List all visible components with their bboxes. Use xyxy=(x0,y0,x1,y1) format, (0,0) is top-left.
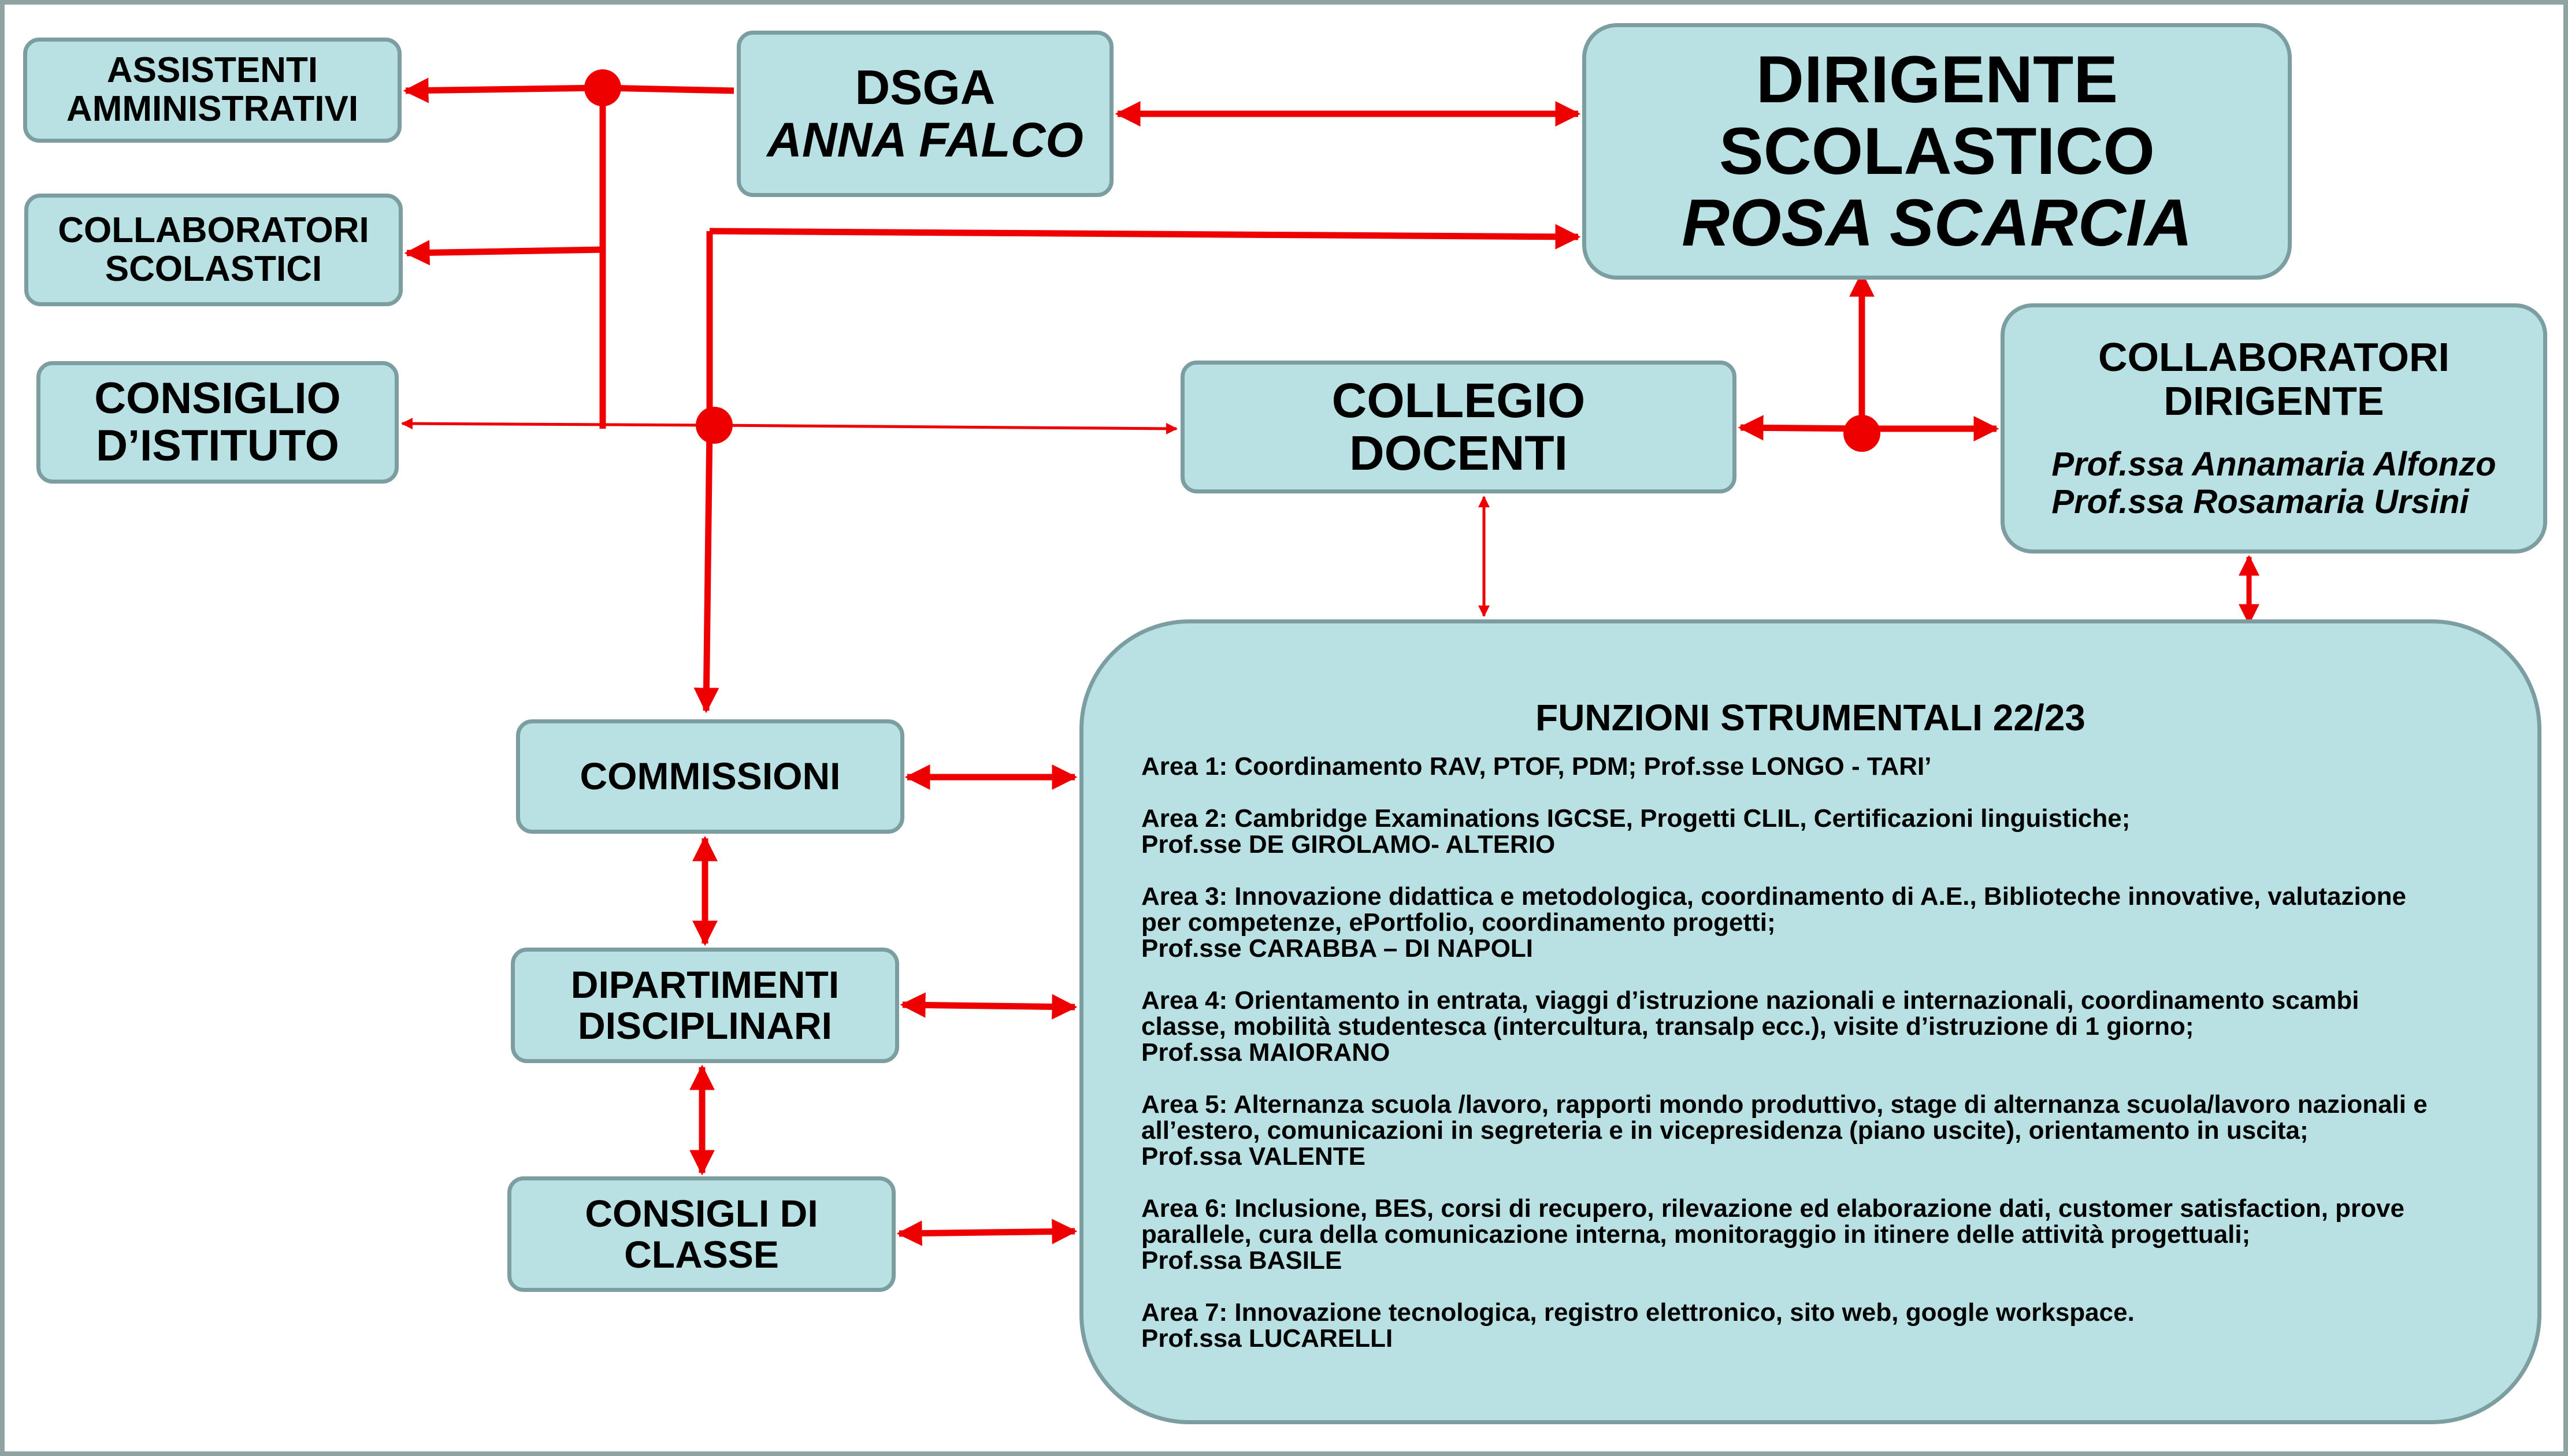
person-name: Prof.ssa Annamaria Alfonzo xyxy=(2051,445,2496,484)
arrow-to-collegio xyxy=(714,422,1178,434)
person-name: Prof.ssa Rosamaria Ursini xyxy=(2051,483,2469,521)
node-role: SCOLASTICO xyxy=(1719,114,2155,188)
area-text-line: parallele, cura della comunicazione inte… xyxy=(1141,1220,2251,1249)
node-label-line: COLLEGIO xyxy=(1331,373,1586,428)
node-funzioni-strumentali: FUNZIONI STRUMENTALI 22/23 Area 1: Coord… xyxy=(1079,619,2541,1424)
node-dsga: DSGA ANNA FALCO xyxy=(737,31,1114,197)
area-text-line: Area 1: Coordinamento RAV, PTOF, PDM; Pr… xyxy=(1141,752,1932,781)
node-label-line: DOCENTI xyxy=(1349,426,1568,480)
junction-dot-right xyxy=(1843,415,1880,452)
node-role: DIRIGENTE xyxy=(1756,42,2118,117)
arrow-to-assistenti xyxy=(403,77,603,103)
area-item: Area 5: Alternanza scuola /lavoro, rappo… xyxy=(1141,1091,2505,1169)
node-label-line: CLASSE xyxy=(624,1233,779,1276)
node-assistenti-amministrativi: ASSISTENTI AMMINISTRATIVI xyxy=(23,38,402,143)
collaboratori-names: Prof.ssa Annamaria Alfonzo Prof.ssa Rosa… xyxy=(2051,445,2496,521)
node-label-line: DIRIGENTE xyxy=(2163,378,2384,424)
arrow-collegio-from-dirigente xyxy=(1738,415,1862,441)
arrow-consigli-funzioni xyxy=(896,1219,1078,1246)
node-label-line: D’ISTITUTO xyxy=(96,421,339,470)
junction-dot-top xyxy=(584,69,621,106)
area-text-line: classe, mobilità studentesca (intercultu… xyxy=(1141,1012,2194,1041)
arrow-to-dirigente-top xyxy=(709,224,1581,250)
area-text-line: Area 7: Innovazione tecnologica, registr… xyxy=(1141,1298,2135,1327)
node-label-line: COLLABORATORI xyxy=(58,210,369,250)
area-text-line: Prof.ssa LUCARELLI xyxy=(1141,1324,1393,1353)
node-label-line: DIPARTIMENTI xyxy=(570,963,840,1006)
funzioni-area-list: Area 1: Coordinamento RAV, PTOF, PDM; Pr… xyxy=(1141,753,2505,1377)
line-dsga-to-junction xyxy=(602,84,734,94)
node-label-line: ASSISTENTI xyxy=(106,50,318,91)
area-text-line: all’estero, comunicazioni in segreteria … xyxy=(1141,1116,2309,1145)
arrow-to-consiglio-istituto xyxy=(401,418,715,430)
node-consigli-di-classe: CONSIGLI DI CLASSE xyxy=(507,1176,896,1292)
arrow-to-commissioni xyxy=(693,425,719,714)
node-commissioni: COMMISSIONI xyxy=(516,719,904,834)
node-dirigente-scolastico: DIRIGENTE SCOLASTICO ROSA SCARCIA xyxy=(1582,23,2292,280)
node-role: DSGA xyxy=(855,60,996,115)
junction-dot-center xyxy=(696,407,733,444)
area-item: Area 3: Innovazione didattica e metodolo… xyxy=(1141,883,2505,961)
area-text-line: Area 2: Cambridge Examinations IGCSE, Pr… xyxy=(1141,804,2131,833)
node-collaboratori-scolastici: COLLABORATORI SCOLASTICI xyxy=(24,194,403,306)
node-label-line: COLLABORATORI xyxy=(2098,334,2450,380)
node-label-line: CONSIGLI DI xyxy=(585,1191,818,1235)
node-collaboratori-dirigente: COLLABORATORI DIRIGENTE Prof.ssa Annamar… xyxy=(2001,303,2547,554)
area-item: Area 7: Innovazione tecnologica, registr… xyxy=(1141,1299,2505,1351)
area-text-line: Area 5: Alternanza scuola /lavoro, rappo… xyxy=(1141,1090,2428,1119)
area-item: Area 1: Coordinamento RAV, PTOF, PDM; Pr… xyxy=(1141,753,2505,779)
area-text-line: Prof.ssa MAIORANO xyxy=(1141,1038,1390,1067)
area-text-line: per competenze, ePortfolio, coordinament… xyxy=(1141,908,1776,937)
area-text-line: Area 6: Inclusione, BES, corsi di recupe… xyxy=(1141,1194,2404,1223)
arrow-dipartimenti-funzioni xyxy=(900,992,1078,1020)
node-collegio-docenti: COLLEGIO DOCENTI xyxy=(1181,361,1736,493)
node-consiglio-istituto: CONSIGLIO D’ISTITUTO xyxy=(36,361,399,484)
node-dipartimenti-disciplinari: DIPARTIMENTI DISCIPLINARI xyxy=(511,948,899,1063)
area-text-line: Prof.ssa VALENTE xyxy=(1141,1142,1365,1171)
area-item: Area 4: Orientamento in entrata, viaggi … xyxy=(1141,987,2505,1065)
area-text-line: Prof.sse DE GIROLAMO- ALTERIO xyxy=(1141,830,1556,859)
node-label-line: DISCIPLINARI xyxy=(577,1004,833,1047)
node-person-name: ANNA FALCO xyxy=(767,113,1083,167)
area-item: Area 6: Inclusione, BES, corsi di recupe… xyxy=(1141,1195,2505,1273)
node-label-line: SCOLASTICI xyxy=(105,248,322,289)
node-label-line: AMMINISTRATIVI xyxy=(66,89,359,129)
area-text-line: Area 3: Innovazione didattica e metodolo… xyxy=(1141,882,2406,911)
funzioni-title: FUNZIONI STRUMENTALI 22/23 xyxy=(1535,697,2085,738)
node-label-line: CONSIGLIO xyxy=(94,373,341,423)
node-person-name: ROSA SCARCIA xyxy=(1682,186,2192,261)
area-text-line: Prof.ssa BASILE xyxy=(1141,1246,1342,1275)
arrow-to-collaboratori-scolastici xyxy=(404,240,603,266)
area-text-line: Area 4: Orientamento in entrata, viaggi … xyxy=(1141,986,2359,1015)
area-text-line: Prof.sse CARABBA – DI NAPOLI xyxy=(1141,934,1534,963)
node-label-line: COMMISSIONI xyxy=(580,755,841,798)
area-item: Area 2: Cambridge Examinations IGCSE, Pr… xyxy=(1141,805,2505,857)
